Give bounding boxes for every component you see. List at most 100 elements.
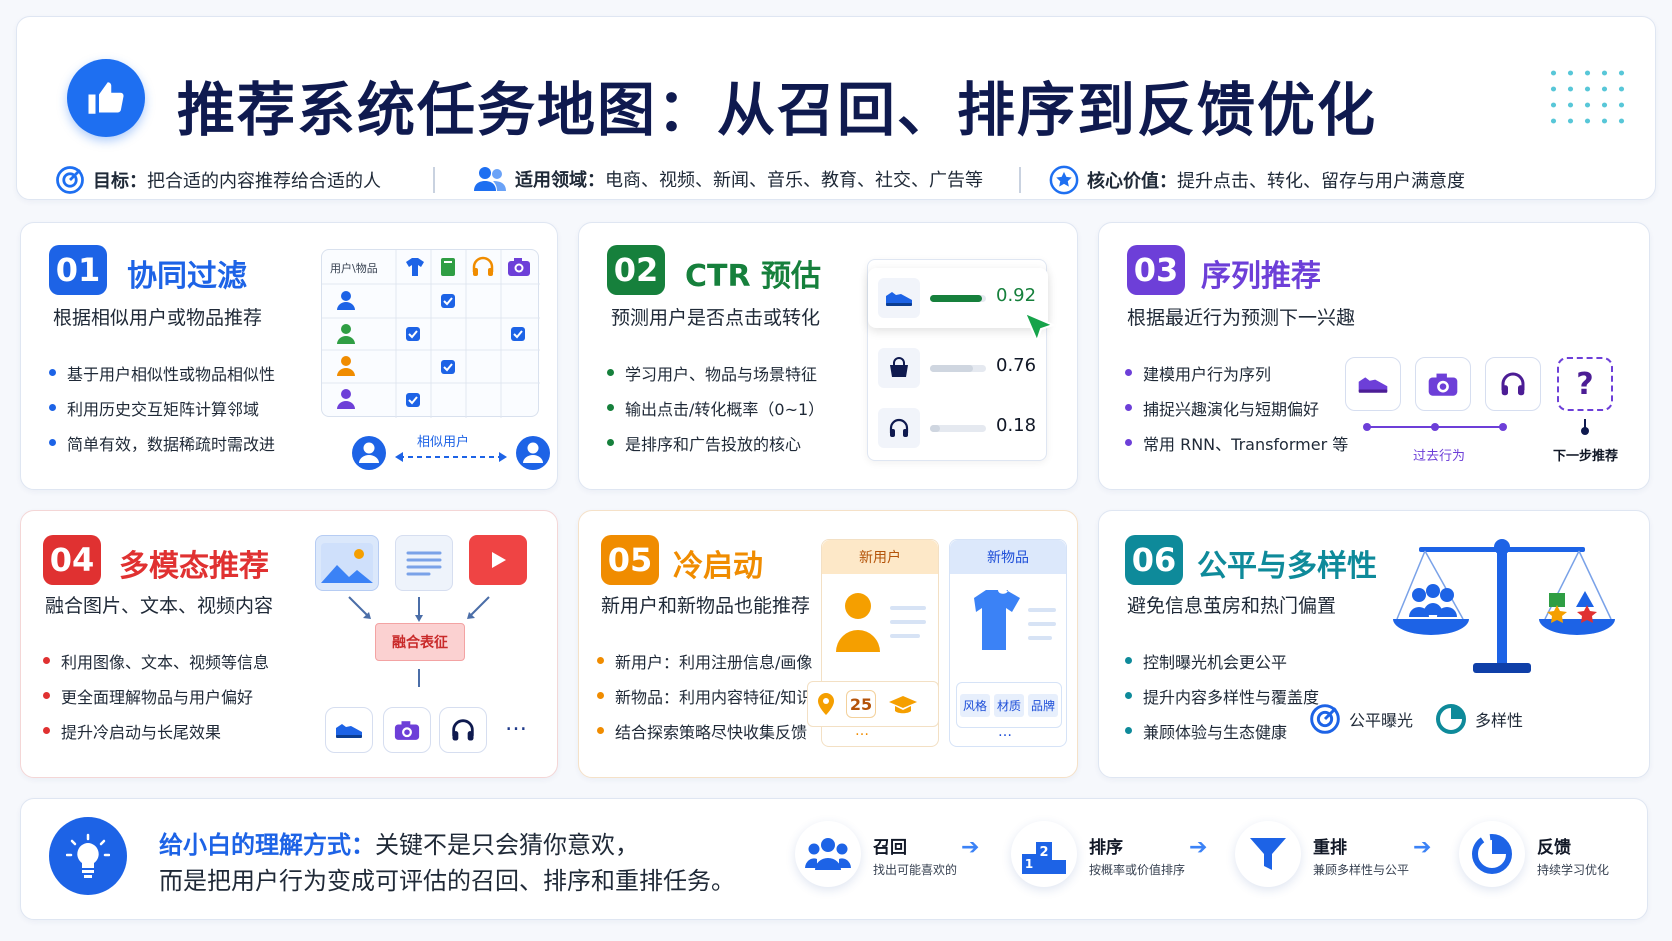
- card-ctr-prediction: 02 CTR 预估 预测用户是否点击或转化 学习用户、物品与场景特征 输出点击/…: [578, 222, 1078, 490]
- summary-line-1: 给小白的理解方式：关键不是只会猜你意欢，: [159, 825, 639, 860]
- more-ellipsis: …: [998, 724, 1012, 740]
- flow-step-title: 反馈: [1537, 838, 1571, 858]
- arrow-right-icon: ➔: [1189, 835, 1208, 860]
- headphones-icon: [472, 256, 494, 276]
- card-number: 06: [1125, 535, 1183, 585]
- headphones-icon: [439, 707, 487, 753]
- card-title: 序列推荐: [1201, 259, 1321, 294]
- bullet: 兼顾体验与生态健康: [1125, 719, 1287, 743]
- value-meta: 核心价值：提升点击、转化、留存与用户满意度: [1049, 165, 1465, 195]
- more-ellipsis: …: [855, 723, 869, 739]
- card-subtitle: 新用户和新物品也能推荐: [601, 595, 811, 617]
- bullet: 新物品：利用内容特征/知识: [597, 684, 812, 708]
- ctr-score-panel: 0.92 0.76 0.18: [867, 259, 1048, 461]
- card-subtitle: 根据最近行为预测下一兴趣: [1127, 307, 1356, 329]
- card-title: 协同过滤: [127, 259, 247, 294]
- question-mark: ?: [1576, 366, 1594, 402]
- bullet: 利用历史交互矩阵计算邻域: [49, 396, 259, 420]
- flow-step-title: 召回: [873, 838, 907, 858]
- bullet: 常用 RNN、Transformer 等: [1125, 431, 1348, 455]
- bullet: 简单有效，数据稀疏时需改进: [49, 431, 275, 455]
- thumbs-up-icon: [67, 59, 145, 137]
- timeline: [1363, 419, 1589, 435]
- similar-users-label: 相似用户: [417, 435, 470, 450]
- card-subtitle: 融合图片、文本、视频内容: [45, 595, 274, 617]
- flow-step-sub: 找出可能喜欢的: [873, 863, 958, 877]
- card-sequential-recommendation: 03 序列推荐 根据最近行为预测下一兴趣 建模用户行为序列 捕捉兴趣演化与短期偏…: [1098, 222, 1650, 490]
- tshirt-icon: [406, 258, 424, 276]
- summary-text: 关键不是只会猜你意欢，: [375, 831, 639, 859]
- card-number: 01: [49, 245, 107, 295]
- card-number: 04: [43, 535, 101, 585]
- more-ellipsis: …: [505, 711, 527, 736]
- card-subtitle: 根据相似用户或物品推荐: [53, 307, 263, 329]
- arrow-right-icon: ➔: [1413, 835, 1432, 860]
- book-icon: [441, 258, 455, 276]
- cursor-icon: [1023, 311, 1056, 344]
- sneaker-icon: [878, 278, 920, 318]
- card-subtitle: 预测用户是否点击或转化: [611, 307, 821, 329]
- bullet: 基于用户相似性或物品相似性: [49, 361, 275, 385]
- tshirt-icon: [974, 590, 1056, 650]
- arrow-right-icon: ➔: [961, 835, 980, 860]
- bullet: 利用图像、文本、视频等信息: [43, 649, 269, 673]
- score-row: 0.18: [868, 398, 1048, 458]
- bullet: 是排序和广告投放的核心: [607, 431, 801, 455]
- users-icon: [474, 167, 506, 191]
- scale-icon: [1393, 539, 1615, 673]
- avatar: [836, 593, 926, 652]
- matrix-header: 用户\物品: [330, 262, 378, 275]
- domain-text: 电商、视频、新闻、音乐、教育、社交、广告等: [605, 170, 983, 191]
- next-item-placeholder: ?: [1557, 357, 1613, 411]
- headphones-icon: [878, 408, 920, 448]
- bullet: 提升内容多样性与覆盖度: [1125, 684, 1319, 708]
- flow-step-sub: 兼顾多样性与公平: [1313, 863, 1410, 877]
- video-play-icon: [469, 535, 527, 585]
- bullet: 结合探索策略尽快收集反馈: [597, 719, 807, 743]
- value-text: 提升点击、转化、留存与用户满意度: [1177, 171, 1465, 192]
- fusion-representation-box: 融合表征: [375, 623, 465, 661]
- goal-meta: 目标：把合适的内容推荐给合适的人: [55, 165, 381, 195]
- card-title: 公平与多样性: [1197, 549, 1377, 584]
- check-icon: [406, 294, 525, 407]
- goal-text: 把合适的内容推荐给合适的人: [147, 171, 381, 192]
- domain-label: 适用领域：: [515, 170, 605, 191]
- flow-step-title: 排序: [1089, 838, 1123, 858]
- image-icon: [315, 535, 379, 591]
- bullet: 提升冷启动与长尾效果: [43, 719, 221, 743]
- card-fairness-diversity: 06 公平与多样性 避免信息茧房和热门偏置 控制曝光机会更公平 提升内容多样性与…: [1098, 510, 1650, 778]
- page-title: 推荐系统任务地图：从召回、排序到反馈优化: [177, 76, 1378, 144]
- star-badge-icon: [1049, 165, 1079, 195]
- decorative-dots: [1545, 65, 1629, 127]
- camera-icon: [1415, 357, 1471, 411]
- bullet: 控制曝光机会更公平: [1125, 649, 1287, 673]
- age-badge: 25: [846, 690, 876, 718]
- summary-banner: 给小白的理解方式：关键不是只会猜你意欢， 而是把用户行为变成可评估的召回、排序和…: [20, 798, 1648, 920]
- card-cold-start: 05 冷启动 新用户和新物品也能推荐 新用户：利用注册信息/画像 新物品：利用内…: [578, 510, 1078, 778]
- legend-diversity: 多样性: [1435, 703, 1523, 735]
- card-title: 冷启动: [673, 549, 763, 584]
- goal-label: 目标：: [93, 171, 147, 192]
- item-tags: 风格 材质 品牌: [956, 682, 1062, 728]
- tag: 材质: [993, 693, 1024, 717]
- card-multimodal: 04 多模态推荐 融合图片、文本、视频内容 利用图像、文本、视频等信息 更全面理…: [20, 510, 558, 778]
- handbag-icon: [878, 348, 920, 388]
- card-number: 05: [601, 535, 659, 585]
- value-label: 核心价值：: [1087, 171, 1177, 192]
- card-title: 多模态推荐: [119, 549, 269, 584]
- location-icon: [818, 693, 834, 715]
- svg-text:2: 2: [1039, 845, 1048, 860]
- flow-step-sub: 按概率或价值排序: [1089, 863, 1186, 877]
- svg-text:1: 1: [1025, 857, 1033, 871]
- bullet: 学习用户、物品与场景特征: [607, 361, 817, 385]
- fusion-arrows: [348, 596, 490, 687]
- flow-step-title: 重排: [1313, 838, 1347, 858]
- score-value: 0.92: [996, 285, 1037, 306]
- similar-users-diagram: [352, 436, 550, 470]
- sneaker-icon: [1345, 357, 1401, 411]
- past-behavior-label: 过去行为: [1413, 449, 1466, 464]
- domain-meta: 适用领域：电商、视频、新闻、音乐、教育、社交、广告等: [473, 165, 983, 193]
- camera-icon: [508, 258, 530, 276]
- legend-label: 公平曝光: [1349, 711, 1414, 730]
